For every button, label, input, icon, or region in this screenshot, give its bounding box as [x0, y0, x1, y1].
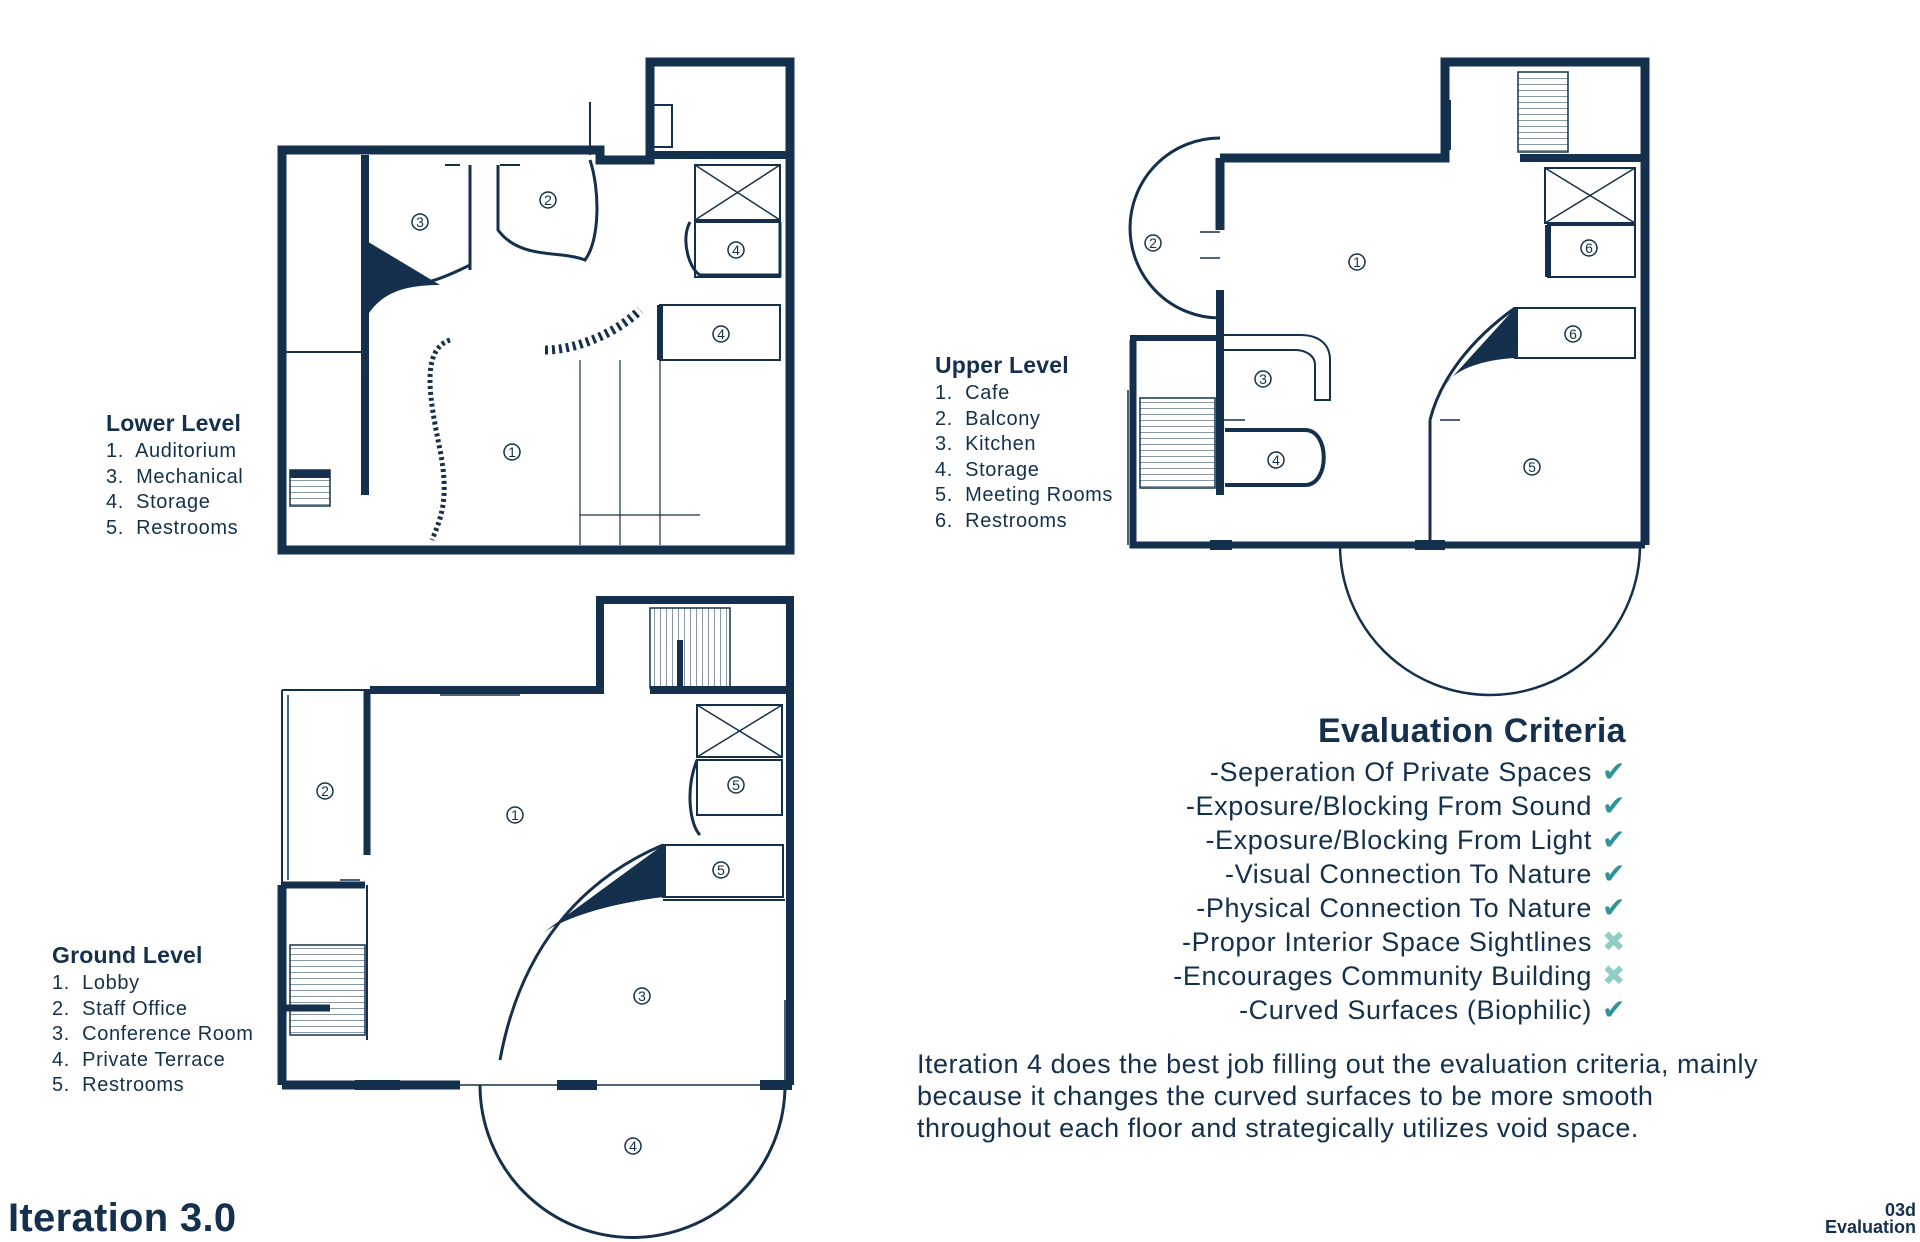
check-icon: ✔ [1601, 790, 1626, 821]
criteria-item: -Physical Connection To Nature✔ [1196, 892, 1626, 923]
room-tag: 5 [732, 777, 740, 793]
room-tag: 4 [1272, 452, 1280, 468]
cross-icon: ✖ [1601, 960, 1626, 991]
room-tag: 2 [321, 783, 329, 799]
lower-level-tags: 3 2 4 4 1 [411, 191, 745, 461]
room-tag: 5 [1528, 459, 1536, 475]
upper-level-tags: 1 2 3 4 5 6 6 [1144, 234, 1598, 476]
upper-level-title: Upper Level [935, 352, 1069, 378]
room-tag: 4 [629, 1138, 637, 1154]
criteria-item: -Exposure/Blocking From Sound✔ [1185, 790, 1626, 821]
criteria-item: -Encourages Community Building✖ [1173, 960, 1626, 991]
room-tag: 2 [1149, 235, 1157, 251]
legend-item: 2. Balcony [935, 407, 1041, 430]
legend-item: 4. Storage [935, 458, 1040, 481]
criteria-item: -Visual Connection To Nature✔ [1224, 858, 1626, 889]
legend-item: 3. Kitchen [935, 433, 1037, 455]
room-tag: 5 [717, 862, 725, 878]
room-tag: 3 [416, 214, 424, 230]
evaluation-summary: Iteration 4 does the best job filling ou… [917, 1049, 1758, 1143]
ground-level-title: Ground Level [52, 942, 203, 968]
room-tag: 4 [732, 242, 740, 258]
legend-item: 1. Lobby [52, 972, 140, 994]
upper-level-legend: Upper Level 1. Cafe 2. Balcony 3. Kitche… [935, 352, 1113, 534]
check-icon: ✔ [1601, 858, 1626, 889]
room-tag: 4 [717, 326, 725, 342]
upper-level-plan [1127, 57, 1650, 697]
room-tag: 1 [511, 807, 519, 823]
legend-item: 3. Mechanical [106, 465, 244, 488]
criteria-item: -Exposure/Blocking From Light✔ [1205, 824, 1626, 855]
lower-level-title: Lower Level [106, 410, 242, 436]
check-icon: ✔ [1601, 756, 1626, 787]
room-tag: 1 [508, 444, 516, 460]
room-tag: 1 [1353, 254, 1361, 270]
section-code: 03d [1884, 1200, 1916, 1220]
ground-level-plan [277, 596, 794, 1239]
check-icon: ✔ [1601, 892, 1626, 923]
page-title: Iteration 3.0 [8, 1196, 237, 1240]
legend-item: 5. Meeting Rooms [935, 484, 1114, 506]
room-tag: 3 [1259, 371, 1267, 387]
cross-icon: ✖ [1601, 926, 1626, 957]
legend-item: 5. Restrooms [52, 1074, 185, 1096]
legend-item: 5. Restrooms [106, 516, 239, 539]
legend-item: 3. Conference Room [52, 1023, 254, 1045]
legend-item: 6. Restrooms [935, 509, 1068, 532]
lower-level-plan [277, 57, 795, 555]
check-icon: ✔ [1601, 824, 1626, 855]
legend-item: 4. Storage [106, 491, 211, 513]
criteria-item: -Propor Interior Space Sightlines✖ [1182, 926, 1626, 957]
room-tag: 6 [1585, 240, 1593, 256]
ground-level-tags: 1 2 3 4 5 5 [316, 776, 745, 1155]
check-icon: ✔ [1601, 994, 1626, 1025]
room-tag: 6 [1569, 326, 1577, 342]
evaluation-criteria: Evaluation Criteria -Seperation Of Priva… [1173, 712, 1626, 1027]
legend-item: 2. Staff Office [52, 997, 188, 1020]
section-name: Evaluation [1824, 1217, 1916, 1237]
ground-level-legend: Ground Level 1. Lobby 2. Staff Office 3.… [52, 942, 253, 1099]
legend-item: 4. Private Terrace [52, 1048, 226, 1071]
criteria-title: Evaluation Criteria [1317, 712, 1626, 750]
criteria-item: -Seperation Of Private Spaces✔ [1209, 756, 1626, 787]
legend-item: 1. Auditorium [106, 440, 237, 462]
room-tag: 3 [638, 988, 646, 1004]
lower-level-legend: Lower Level 1. Auditorium 3. Mechanical … [106, 410, 243, 541]
section-label: 03d Evaluation [1824, 1200, 1916, 1237]
room-tag: 2 [544, 192, 552, 208]
criteria-item: -Curved Surfaces (Biophilic)✔ [1239, 994, 1626, 1025]
legend-item: 1. Cafe [935, 382, 1010, 404]
